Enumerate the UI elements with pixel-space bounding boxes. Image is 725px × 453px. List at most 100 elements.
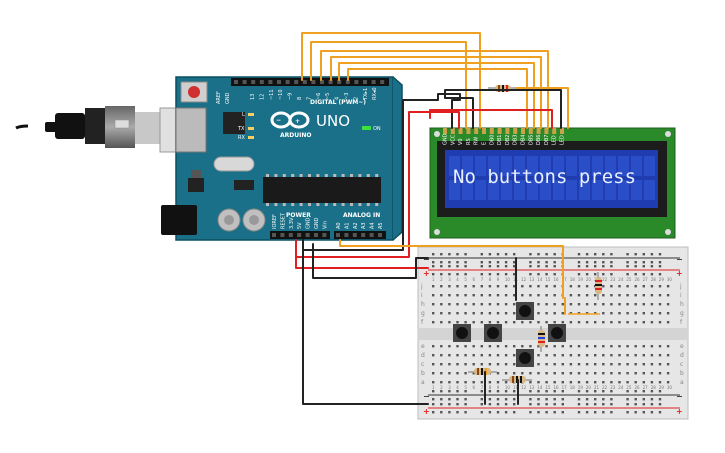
digital-pin-label: RX◂0 <box>372 87 378 100</box>
wire-orange-d11 <box>310 41 467 129</box>
bb-col-number: 12 <box>521 277 527 282</box>
atmega-chip <box>263 174 381 206</box>
lcd-pin-label: DB1 <box>497 135 503 145</box>
bb-col-number: 19 <box>578 277 584 282</box>
bb-col-number: 28 <box>651 277 657 282</box>
wire-orange-d12 <box>301 32 481 129</box>
bb-col-number: 27 <box>643 277 649 282</box>
rx-led <box>248 136 254 139</box>
usb-chip <box>223 112 245 134</box>
power-label: POWER <box>286 212 311 219</box>
bb-col-number: 2 <box>440 385 443 390</box>
lcd-pin-label: DB3 <box>513 135 519 145</box>
bb-col-number: 3 <box>448 385 451 390</box>
bb-col-number: 4 <box>456 385 459 390</box>
bb-col-number: 22 <box>602 385 608 390</box>
bb-col-number: 10 <box>505 385 511 390</box>
lcd-pin-label: V0 <box>458 138 464 145</box>
arduino-model: UNO <box>316 112 350 130</box>
digital-pin-label: ~6 <box>316 93 322 100</box>
on-label: ON <box>373 126 381 132</box>
wire-black-lcd-gnd <box>302 93 461 251</box>
bb-col-number: 16 <box>554 385 560 390</box>
digital-pin-label: ~9 <box>288 93 294 100</box>
bb-col-number: 1 <box>432 385 435 390</box>
bb-col-number: 30 <box>667 277 673 282</box>
reset-button[interactable] <box>180 81 208 103</box>
lcd-pin-label: DB6 <box>536 135 542 145</box>
wire-black-gnd-rail <box>312 243 429 279</box>
push-button-1[interactable] <box>453 324 471 342</box>
bb-col-number: 13 <box>529 277 535 282</box>
bb-row-letter: a <box>680 379 684 386</box>
analog-pin-label: A0 <box>336 222 342 229</box>
digital-pin-label: 12 <box>259 94 265 100</box>
on-led <box>362 126 371 130</box>
bb-col-number: 14 <box>537 385 543 390</box>
arduino-brand: ARDUINO <box>280 132 311 139</box>
wire-orange-resistor <box>516 87 569 129</box>
wire-black-gnd-bottom <box>302 243 429 405</box>
svg-text:−: − <box>276 117 281 124</box>
analog-pin-label: A4 <box>370 222 376 229</box>
bb-col-number: 18 <box>570 277 576 282</box>
lcd-text: No buttons press <box>453 166 636 188</box>
bb-col-number: 20 <box>586 277 592 282</box>
bb-row-letter: h <box>680 301 684 308</box>
rail-minus-top-left: − <box>423 255 430 264</box>
push-button-3[interactable] <box>516 302 534 320</box>
bb-col-number: 3 <box>448 277 451 282</box>
bb-col-number: 8 <box>489 277 492 282</box>
l-label: L <box>242 112 245 118</box>
wire-orange-d4 <box>330 56 542 129</box>
lcd-pin-label: DB0 <box>489 135 495 145</box>
bb-row-letter: i <box>421 292 423 299</box>
bb-row-letter: c <box>680 361 683 368</box>
bb-row-letter: b <box>680 370 684 377</box>
bb-col-number: 24 <box>618 385 624 390</box>
digital-pin-label: 8 <box>297 97 303 100</box>
lcd-pin-label: LED <box>552 135 558 145</box>
bb-col-number: 14 <box>537 277 543 282</box>
bb-col-number: 17 <box>562 277 568 282</box>
bb-col-number: 5 <box>464 277 467 282</box>
rail-plus-top-right: + <box>676 269 683 278</box>
bb-col-number: 19 <box>578 385 584 390</box>
push-button-4[interactable] <box>548 324 566 342</box>
push-button-5[interactable] <box>516 349 534 367</box>
bb-col-number: 9 <box>497 385 500 390</box>
lcd-pin-label: RS <box>466 138 472 145</box>
usb-port <box>175 107 207 153</box>
wire-red-lcd-led <box>429 109 553 129</box>
bb-row-letter: d <box>421 352 425 359</box>
power-pin-label: GND <box>306 217 312 229</box>
lcd-pin-label: DB2 <box>505 135 511 145</box>
aref-label: AREF <box>216 91 222 104</box>
bb-col-number: 6 <box>473 277 476 282</box>
bb-col-number: 4 <box>456 277 459 282</box>
svg-text:+: + <box>295 118 300 125</box>
bb-row-letter: g <box>421 310 425 317</box>
bb-row-letter: i <box>680 292 682 299</box>
power-pin-label: RESET <box>280 212 286 229</box>
bb-col-number: 23 <box>610 277 616 282</box>
digital-header <box>231 78 389 86</box>
bb-col-number: 17 <box>562 385 568 390</box>
bb-col-number: 25 <box>626 385 632 390</box>
digital-pin-label: 7 <box>306 97 312 100</box>
bb-col-number: 27 <box>643 385 649 390</box>
bb-col-number: 24 <box>618 277 624 282</box>
bb-col-number: 26 <box>635 385 641 390</box>
bb-row-letter: f <box>680 319 683 326</box>
analog-pin-label: A3 <box>361 222 367 229</box>
bb-col-number: 13 <box>529 385 535 390</box>
digital-pin-label: TX▸1 <box>363 88 369 101</box>
crystal-oscillator <box>213 156 255 172</box>
push-button-2[interactable] <box>484 324 502 342</box>
resistor-vertical-right <box>595 272 602 300</box>
lcd-pin-label: DB7 <box>544 135 550 145</box>
bb-col-number: 29 <box>659 385 665 390</box>
bb-row-letter: e <box>421 343 425 350</box>
